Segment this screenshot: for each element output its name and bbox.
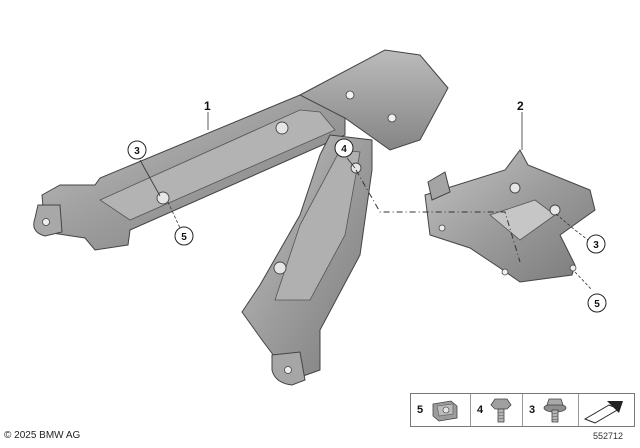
leader-lines xyxy=(139,112,593,291)
callout-circle-4: 4 xyxy=(334,138,354,158)
legend-item-3: 3 xyxy=(523,394,579,426)
bracket-part-2 xyxy=(424,149,596,283)
assembly-dash-line xyxy=(355,169,521,263)
parts-legend: 5 4 3 xyxy=(410,393,635,427)
hex-bolt-icon xyxy=(490,398,512,423)
diagram-image-id: 552712 xyxy=(593,431,624,441)
copyright-text: © 2025 BMW AG xyxy=(4,430,81,441)
callout-circle-5-right: 5 xyxy=(587,293,607,313)
callout-circle-3-right: 3 xyxy=(586,234,606,254)
svg-text:5: 5 xyxy=(594,299,600,310)
callout-circle-3-left: 3 xyxy=(127,140,147,160)
svg-text:3: 3 xyxy=(593,240,599,251)
svg-text:3: 3 xyxy=(134,146,140,157)
callout-part-2: 2 xyxy=(517,99,524,113)
legend-item-4: 4 xyxy=(471,394,523,426)
legend-item-arrow xyxy=(579,394,634,426)
svg-text:4: 4 xyxy=(341,144,347,155)
bracket-part-1 xyxy=(33,49,449,386)
clip-nut-icon xyxy=(432,400,458,422)
svg-text:5: 5 xyxy=(181,232,187,243)
legend-item-5: 5 xyxy=(411,394,471,426)
flange-screw-icon xyxy=(543,398,567,423)
legend-number: 5 xyxy=(417,404,424,416)
arrow-symbol-icon xyxy=(583,401,623,424)
legend-number: 3 xyxy=(529,404,536,416)
callout-part-1: 1 xyxy=(204,99,211,113)
legend-number: 4 xyxy=(477,404,484,416)
callout-circle-5-left: 5 xyxy=(174,226,194,246)
